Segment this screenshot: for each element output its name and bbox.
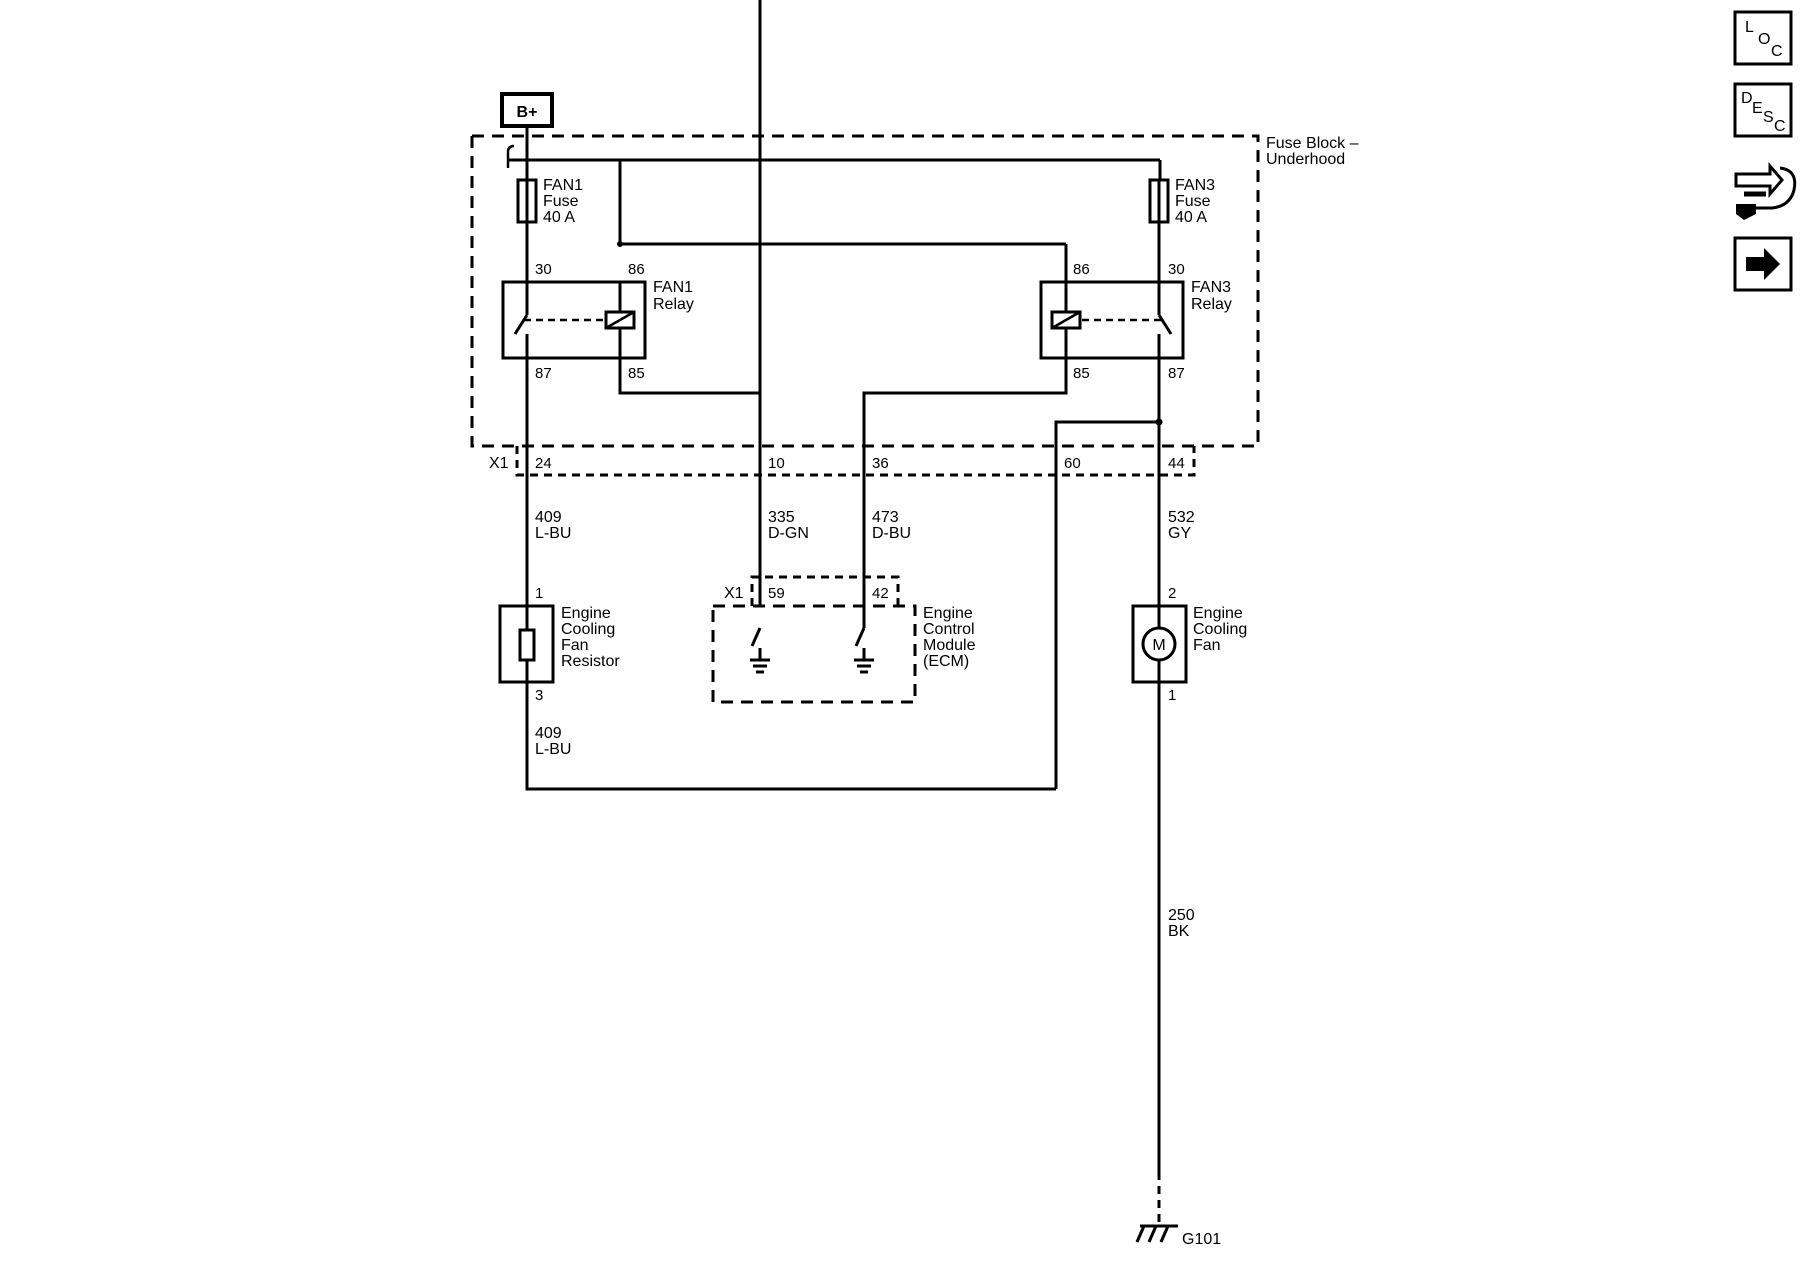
wire-409-lower-circuit: 409	[535, 725, 562, 742]
fan1-fuse-name: FAN1	[543, 177, 583, 194]
connector-pin-10: 10	[768, 455, 785, 472]
connector-end-view-button[interactable]	[1734, 161, 1797, 220]
next-page-button[interactable]	[1733, 236, 1793, 292]
fan1-fuse-rating: 40 A	[543, 209, 575, 226]
svg-text:S: S	[1763, 109, 1774, 126]
ecm-low-side-driver-1	[750, 0, 770, 674]
ecm-connector-band	[750, 575, 900, 606]
fan1-relay-label: Relay	[653, 296, 694, 313]
chassis-ground-icon	[1135, 1224, 1178, 1243]
fan-name-3: Fan	[1193, 637, 1221, 654]
fan3-relay-name: FAN3	[1191, 279, 1231, 296]
fan1-relay-pin-87: 87	[535, 365, 552, 382]
fuse-block-name: Fuse Block –	[1266, 135, 1359, 152]
ecm-name-1: Engine	[923, 605, 973, 622]
motor-symbol: M	[1152, 637, 1165, 654]
fan3-relay-pin-85: 85	[1073, 365, 1090, 382]
connector-pin-36: 36	[872, 455, 889, 472]
wire-532-circuit: 532	[1168, 509, 1195, 526]
connector-pin-44: 44	[1168, 455, 1185, 472]
ecm-low-side-driver-2	[854, 606, 874, 674]
description-button[interactable]: D E S C	[1733, 82, 1793, 138]
fan1-relay-pin-86: 86	[628, 261, 645, 278]
resistor-name-4: Resistor	[561, 653, 620, 670]
fan3-relay-pin-86: 86	[1073, 261, 1090, 278]
wire-473-circuit: 473	[872, 509, 899, 526]
wire-409-lower-color: L-BU	[535, 741, 571, 758]
fan1-relay-pin-30: 30	[535, 261, 552, 278]
fan1-fuse-label: Fuse	[543, 193, 579, 210]
battery-positive-label: B+	[517, 104, 538, 121]
svg-text:C: C	[1771, 43, 1783, 60]
svg-text:E: E	[1752, 100, 1763, 117]
wire-409-lower	[525, 682, 1056, 791]
ecm-connector-name: X1	[724, 585, 744, 602]
location-icon: L	[1745, 19, 1754, 36]
wire-335-circuit: 335	[768, 509, 795, 526]
ecm-name-4: (ECM)	[923, 653, 969, 670]
fan3-relay-label: Relay	[1191, 296, 1232, 313]
fan1-relay	[501, 280, 647, 360]
wire-335-color: D-GN	[768, 525, 809, 542]
fan3-relay	[1039, 280, 1185, 360]
ecm-pin-42: 42	[872, 585, 889, 602]
fan-name-2: Cooling	[1193, 621, 1247, 638]
connector-pin-24: 24	[535, 455, 552, 472]
fan-pin-1: 1	[1168, 687, 1176, 704]
wire-409-color: L-BU	[535, 525, 571, 542]
ground-label: G101	[1182, 1231, 1221, 1248]
svg-text:C: C	[1774, 118, 1786, 135]
resistor-name-2: Cooling	[561, 621, 615, 638]
fan3-fuse-label: Fuse	[1175, 193, 1211, 210]
battery-positive: B+	[500, 92, 554, 128]
fan1-relay-name: FAN1	[653, 279, 693, 296]
description-icon: D	[1741, 90, 1753, 107]
ecm-pin-59: 59	[768, 585, 785, 602]
fan3-fuse-rating: 40 A	[1175, 209, 1207, 226]
engine-cooling-fan: M	[1131, 604, 1188, 684]
svg-text:O: O	[1758, 31, 1770, 48]
fan3-relay-pin-87: 87	[1168, 365, 1185, 382]
wire-473-color: D-BU	[872, 525, 911, 542]
fan3-fuse-name: FAN3	[1175, 177, 1215, 194]
connector-end-view-icon	[1734, 161, 1797, 220]
resistor-pin-1: 1	[535, 585, 543, 602]
connector-pin-60: 60	[1064, 455, 1081, 472]
fan-name-1: Engine	[1193, 605, 1243, 622]
resistor-name-1: Engine	[561, 605, 611, 622]
location-button[interactable]: L O C	[1733, 10, 1793, 66]
ecm-name-3: Module	[923, 637, 976, 654]
wire-409-circuit: 409	[535, 509, 562, 526]
wire-335	[618, 358, 762, 606]
engine-cooling-fan-resistor	[498, 604, 555, 684]
fuse-block-connector-band	[515, 446, 1196, 477]
resistor-pin-3: 3	[535, 687, 543, 704]
fan1-relay-pin-85: 85	[628, 365, 645, 382]
resistor-name-3: Fan	[561, 637, 589, 654]
right-arrow-icon	[1746, 248, 1780, 280]
fuse-block-connector-name: X1	[489, 455, 509, 472]
fan-pin-2: 2	[1168, 585, 1176, 602]
fan3-relay-pin-30: 30	[1168, 261, 1185, 278]
wire-473	[862, 358, 1068, 606]
wire-250-circuit: 250	[1168, 907, 1195, 924]
wire-532-color: GY	[1168, 525, 1191, 542]
fusible-link-hook	[506, 144, 515, 168]
ecm-enclosure	[711, 604, 917, 704]
ecm-name-2: Control	[923, 621, 975, 638]
wire-250-color: BK	[1168, 923, 1190, 940]
wire-resistor-bypass	[1054, 420, 1159, 789]
fuse-block-enclosure	[470, 134, 1260, 448]
fuse-block-location: Underhood	[1266, 151, 1345, 168]
